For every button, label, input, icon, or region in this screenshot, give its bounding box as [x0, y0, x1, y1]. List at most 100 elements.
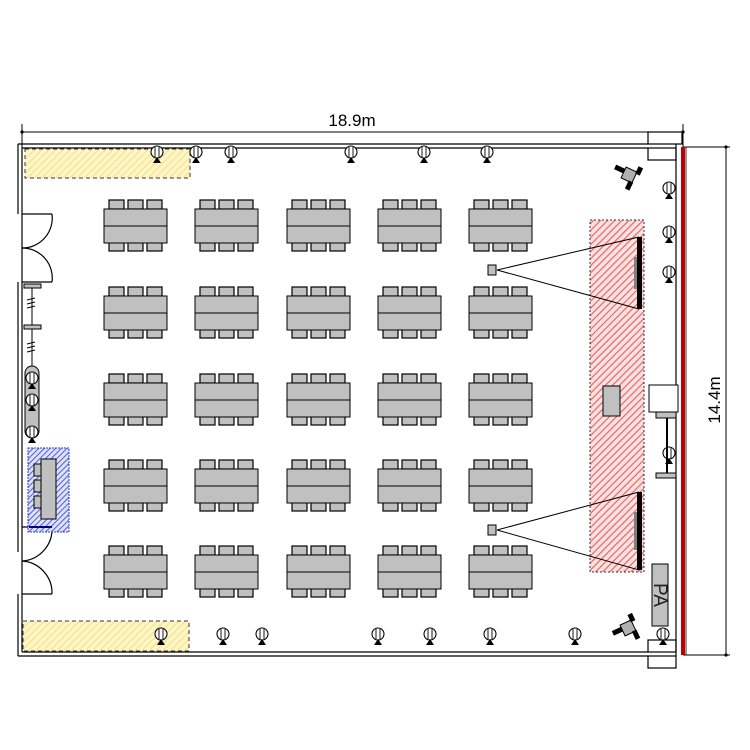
chair: [237, 545, 254, 556]
pa-label: PA: [649, 583, 670, 607]
pa-system[interactable]: PA: [649, 563, 670, 627]
table-group[interactable]: [194, 459, 259, 512]
table-group[interactable]: [103, 545, 168, 598]
chair: [310, 545, 327, 556]
projector-icon[interactable]: [487, 264, 497, 276]
microphone-stand-icon[interactable]: [25, 425, 39, 443]
chair: [401, 373, 418, 384]
chair: [310, 373, 327, 384]
chair: [127, 545, 144, 556]
table-group[interactable]: [377, 373, 442, 426]
table-group[interactable]: [468, 199, 533, 252]
table-group[interactable]: [103, 373, 168, 426]
chair: [420, 199, 437, 210]
partition-rack: [23, 283, 42, 440]
chair: [199, 459, 216, 470]
chair: [108, 373, 125, 384]
microphone-stand-icon[interactable]: [371, 627, 385, 645]
microphone-stand-icon[interactable]: [216, 627, 230, 645]
table-group[interactable]: [377, 199, 442, 252]
table-group[interactable]: [194, 545, 259, 598]
reception-desk[interactable]: [27, 447, 70, 533]
door-icon[interactable]: [21, 213, 53, 283]
chair: [291, 373, 308, 384]
table-group[interactable]: [286, 373, 351, 426]
table-group[interactable]: [377, 545, 442, 598]
microphone-stand-icon[interactable]: [483, 627, 497, 645]
chair: [473, 545, 490, 556]
table-group[interactable]: [286, 545, 351, 598]
table-group[interactable]: [286, 286, 351, 339]
height-dimension-label: 14.4m: [705, 376, 724, 423]
chair: [511, 286, 528, 297]
projection-screen-icon[interactable]: [496, 491, 642, 571]
microphone-stand-icon[interactable]: [154, 627, 168, 645]
projection-screens: [487, 236, 642, 571]
microphone-stand-icon[interactable]: [25, 393, 39, 411]
microphone-stand-icon[interactable]: [480, 145, 494, 163]
projector-icon[interactable]: [487, 524, 497, 536]
table-group[interactable]: [103, 459, 168, 512]
table-group[interactable]: [468, 373, 533, 426]
chair: [218, 286, 235, 297]
table-group[interactable]: [468, 545, 533, 598]
chair: [492, 459, 509, 470]
microphone-stand-icon[interactable]: [25, 371, 39, 389]
width-dimension-label: 18.9m: [328, 111, 375, 130]
equipment-cart[interactable]: [648, 384, 679, 479]
chair: [401, 545, 418, 556]
table-group[interactable]: [194, 199, 259, 252]
door-icon[interactable]: [21, 526, 53, 595]
table-group[interactable]: [194, 373, 259, 426]
chair: [492, 373, 509, 384]
speaker-icon[interactable]: [608, 612, 643, 648]
microphone-stand-icon[interactable]: [255, 627, 269, 645]
chair: [146, 545, 163, 556]
microphone-stand-icon[interactable]: [568, 627, 582, 645]
chair: [382, 286, 399, 297]
microphone-stand-icon[interactable]: [423, 627, 437, 645]
table-group[interactable]: [103, 199, 168, 252]
chair: [329, 373, 346, 384]
chair: [310, 199, 327, 210]
chair: [401, 459, 418, 470]
chair: [473, 199, 490, 210]
microphone-stand-icon[interactable]: [150, 145, 164, 163]
table-group[interactable]: [468, 459, 533, 512]
chair: [146, 286, 163, 297]
microphone-stand-icon[interactable]: [417, 145, 431, 163]
chair: [511, 459, 528, 470]
chair: [108, 286, 125, 297]
microphone-stand-icon[interactable]: [344, 145, 358, 163]
table-group[interactable]: [468, 286, 533, 339]
chair: [511, 199, 528, 210]
table-group[interactable]: [286, 199, 351, 252]
microphone-stand-icon[interactable]: [662, 265, 676, 283]
chair: [199, 199, 216, 210]
chair: [329, 286, 346, 297]
table-group[interactable]: [103, 286, 168, 339]
wall-accent-right: [681, 147, 685, 655]
chair: [127, 373, 144, 384]
chair: [291, 459, 308, 470]
chair: [401, 286, 418, 297]
chair: [473, 459, 490, 470]
chair: [291, 199, 308, 210]
table-group[interactable]: [194, 286, 259, 339]
microphone-stand-icon[interactable]: [662, 225, 676, 243]
microphone-stand-icon[interactable]: [656, 627, 670, 645]
podium[interactable]: [602, 385, 621, 417]
projection-screen-icon[interactable]: [496, 236, 642, 310]
microphone-stand-icon[interactable]: [189, 145, 203, 163]
microphone-stand-icon[interactable]: [662, 446, 676, 464]
chair: [420, 545, 437, 556]
speaker-icon[interactable]: [609, 157, 644, 192]
chair: [420, 459, 437, 470]
microphone-stand-icon[interactable]: [224, 145, 238, 163]
microphone-stand-icon[interactable]: [662, 181, 676, 199]
table-group[interactable]: [377, 286, 442, 339]
chair: [146, 373, 163, 384]
table-group[interactable]: [286, 459, 351, 512]
table-group[interactable]: [377, 459, 442, 512]
chair: [237, 373, 254, 384]
